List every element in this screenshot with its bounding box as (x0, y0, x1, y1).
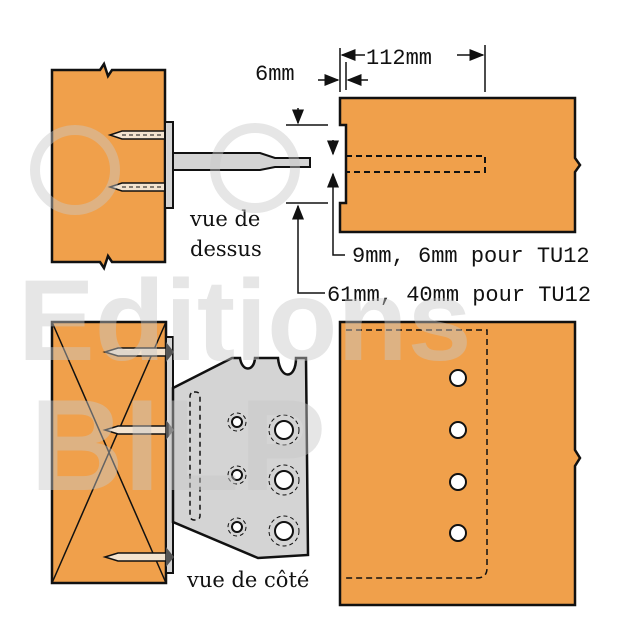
top-view-header-beam (50, 61, 167, 271)
dimension-slot-width-label: 9mm, 6mm pour TU12 (352, 244, 590, 269)
svg-text:Editions: Editions (18, 257, 472, 385)
side-view-nail-holes (227, 412, 300, 547)
side-view-label: vue de côté (186, 568, 309, 592)
dimension-6mm-label: 6mm (255, 62, 295, 87)
dimension-slot-width: 9mm, 6mm pour TU12 (327, 140, 590, 269)
side-view-hanger (165, 336, 310, 574)
side-view-joist (338, 320, 582, 607)
dimension-112mm: 112mm (339, 45, 486, 92)
dimension-slot-height: 61mm, 40mm pour TU12 (286, 108, 591, 308)
svg-text:BILP: BILP (30, 372, 326, 518)
watermark: Editions BILP (18, 123, 472, 518)
top-view-joist (338, 96, 582, 234)
top-view-hanger (164, 121, 311, 209)
dimension-slot-height-label: 61mm, 40mm pour TU12 (327, 283, 591, 308)
side-view-header-beam (50, 320, 168, 585)
side-view-screws (102, 342, 174, 567)
dimension-112mm-label: 112mm (366, 46, 432, 71)
dimension-6mm: 6mm (255, 62, 368, 90)
top-view-label-line2: dessus (190, 237, 262, 261)
top-view-label-line1: vue de (189, 207, 260, 231)
